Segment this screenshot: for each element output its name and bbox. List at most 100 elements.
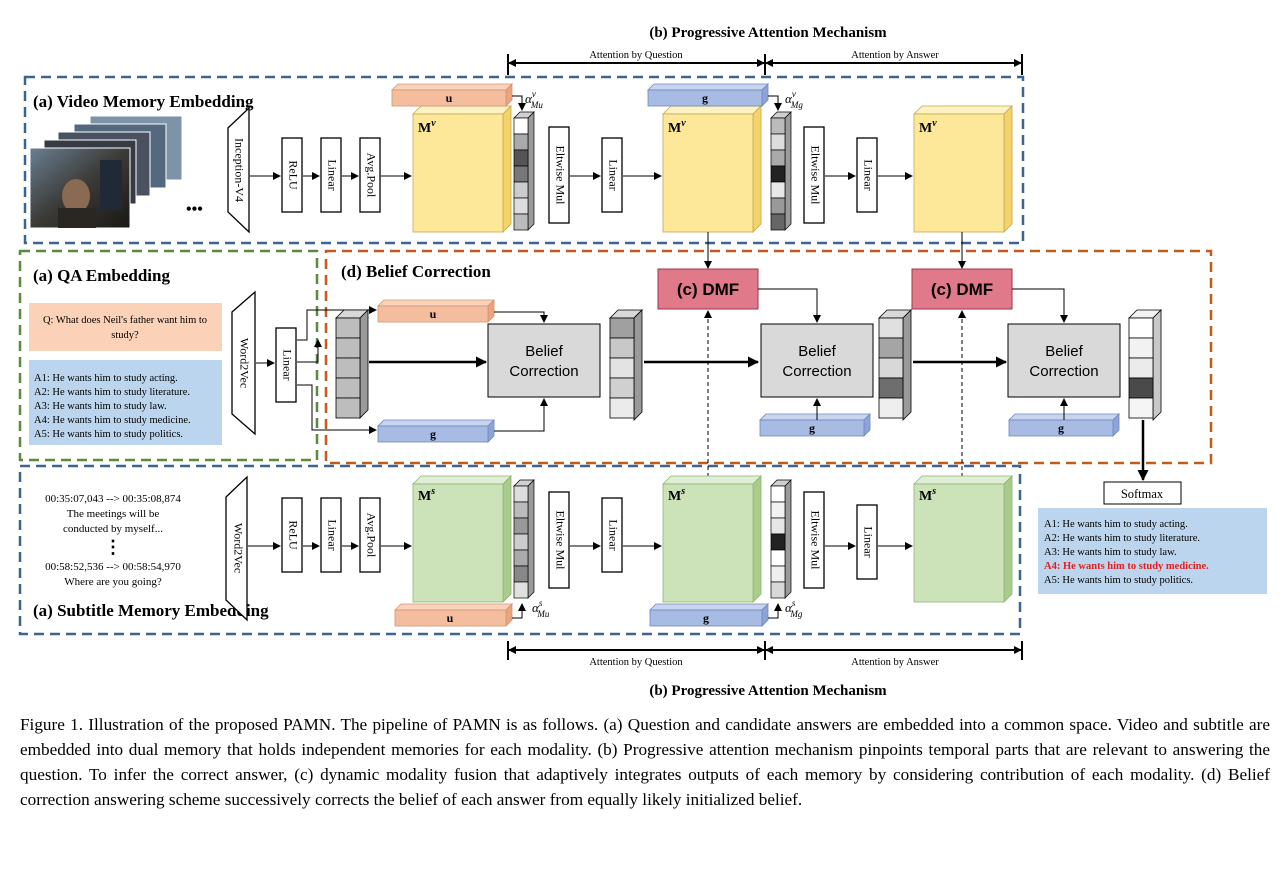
- attn-answer-bottom: Attention by Answer: [851, 657, 939, 668]
- u-label-bottom: u: [447, 611, 454, 625]
- g-label-top: g: [702, 91, 708, 105]
- video-memory-2-label: Mv: [668, 118, 686, 136]
- linear-label-video-2: Linear: [606, 159, 620, 190]
- subtitle-ellipsis: ⋮: [104, 537, 122, 557]
- subtitle-text-2: Where are you going?: [64, 576, 162, 588]
- video-memory-title: (a) Video Memory Embedding: [33, 92, 254, 111]
- question-line-2: study?: [111, 330, 139, 341]
- eltwise-box-video-2: [803, 126, 825, 224]
- linear-box-sub: [320, 497, 342, 573]
- subtitle-memory-3: [913, 475, 1013, 603]
- qa-title: (a) QA Embedding: [33, 266, 170, 285]
- final-answer-2: A2: He wants him to study literature.: [1044, 533, 1200, 544]
- answers-box-final: [1038, 508, 1267, 594]
- linear-label-sub-3: Linear: [861, 526, 875, 557]
- g-vector-top: [647, 83, 769, 107]
- u-vector-bottom: [394, 603, 513, 627]
- subtitle-time-1: 00:35:07,043 --> 00:35:08,874: [45, 493, 181, 505]
- word2vec-label-qa: Word2Vec: [237, 338, 251, 388]
- subtitle-memory-region: [18, 464, 1022, 636]
- final-answer-1: A1: He wants him to study acting.: [1044, 519, 1188, 530]
- relu-box-sub: [281, 497, 303, 573]
- subtitle-text-1a: The meetings will be: [67, 508, 160, 520]
- avgpool-label-sub: Avg.Pool: [364, 513, 378, 558]
- dmf-box-1: [657, 268, 759, 310]
- eltwise-label-video-2: Eltwise Mul: [808, 146, 822, 206]
- g-label-bottom: g: [703, 611, 709, 625]
- belief-2-line-2: Correction: [782, 363, 851, 380]
- eltwise-label-sub-2: Eltwise Mul: [808, 511, 822, 571]
- video-memory-1: [412, 105, 512, 233]
- attn-question-top: Attention by Question: [589, 50, 683, 61]
- subtitle-text-1b: conducted by myself...: [63, 523, 163, 535]
- attention-vector-video-2: [770, 111, 792, 231]
- word2vec-label-sub: Word2Vec: [231, 523, 245, 573]
- video-memory-region: [23, 75, 1025, 245]
- figure-caption: Figure 1. Illustration of the proposed P…: [20, 715, 1270, 809]
- g-vector-belief-2: [759, 413, 871, 437]
- inception-trapezoid: [227, 106, 250, 234]
- attn-answer-top: Attention by Answer: [851, 50, 939, 61]
- belief-1-line-1: Belief: [525, 343, 563, 360]
- softmax-label: Softmax: [1121, 487, 1164, 501]
- attention-vector-sub-2: [770, 479, 792, 599]
- qa-answer-3: A3: He wants him to study law.: [34, 401, 167, 412]
- linear-box-qa: [275, 327, 297, 403]
- answers-box-qa: [29, 360, 222, 445]
- attention-vector-video-1: [513, 111, 535, 231]
- belief-correction-box-1: [487, 323, 601, 398]
- eltwise-box-video-1: [548, 126, 570, 224]
- g-vector-bottom: [649, 603, 769, 627]
- linear-label-sub: Linear: [325, 519, 339, 550]
- g-vector-belief-1: [377, 419, 495, 443]
- pam-range-top: [507, 54, 1023, 75]
- qa-embedding-region: [18, 249, 319, 462]
- eltwise-box-sub-1: [548, 491, 570, 589]
- g-label-belief-3: g: [1058, 421, 1064, 435]
- attn-question-bottom: Attention by Question: [589, 657, 683, 668]
- video-memory-3: [913, 105, 1013, 233]
- g-label-belief-2: g: [809, 421, 815, 435]
- pam-title-bottom: (b) Progressive Attention Mechanism: [649, 683, 887, 699]
- subtitle-memory-2-label: Ms: [668, 486, 685, 504]
- qa-answer-2: A2: He wants him to study literature.: [34, 387, 190, 398]
- linear-label-video-3: Linear: [861, 159, 875, 190]
- subtitle-time-2: 00:58:52,536 --> 00:58:54,970: [45, 561, 181, 573]
- linear-box-video: [320, 137, 342, 213]
- belief-correction-box-2: [760, 323, 874, 398]
- g-label-belief-1: g: [430, 427, 436, 441]
- belief-vector-3: [1128, 309, 1162, 421]
- dmf-label-2: (c) DMF: [931, 280, 993, 299]
- pamn-figure: (b) Progressive Attention Mechanism Atte…: [18, 25, 1267, 699]
- word2vec-trapezoid-qa: [231, 290, 256, 436]
- linear-label-video: Linear: [325, 159, 339, 190]
- belief-3-line-1: Belief: [1045, 343, 1083, 360]
- subtitle-memory-3-label: Ms: [919, 486, 936, 504]
- subtitle-memory-1-label: Ms: [418, 486, 435, 504]
- relu-label-sub: ReLU: [286, 520, 300, 550]
- eltwise-label-sub-1: Eltwise Mul: [553, 511, 567, 571]
- avgpool-box-video: [359, 137, 381, 213]
- relu-box-video: [281, 137, 303, 213]
- u-vector-belief: [377, 299, 495, 323]
- final-answer-4-correct: A4: He wants him to study medicine.: [1044, 561, 1209, 572]
- belief-3-line-2: Correction: [1029, 363, 1098, 380]
- word2vec-trapezoid-sub: [225, 475, 248, 622]
- video-memory-1-label: Mv: [418, 118, 436, 136]
- subtitle-memory-2: [662, 475, 762, 603]
- belief-correction-box-3: [1007, 323, 1121, 398]
- u-vector-top: [391, 83, 513, 107]
- belief-title: (d) Belief Correction: [341, 262, 491, 281]
- subtitle-memory-1: [412, 475, 512, 603]
- softmax-box: [1103, 481, 1182, 505]
- linear-label-sub-2: Linear: [606, 519, 620, 550]
- belief-1-line-2: Correction: [509, 363, 578, 380]
- relu-label-video: ReLU: [286, 160, 300, 190]
- avgpool-label-video: Avg.Pool: [364, 153, 378, 198]
- question-box: [29, 303, 222, 351]
- dmf-label-1: (c) DMF: [677, 280, 739, 299]
- linear-box-video-2: [601, 137, 623, 213]
